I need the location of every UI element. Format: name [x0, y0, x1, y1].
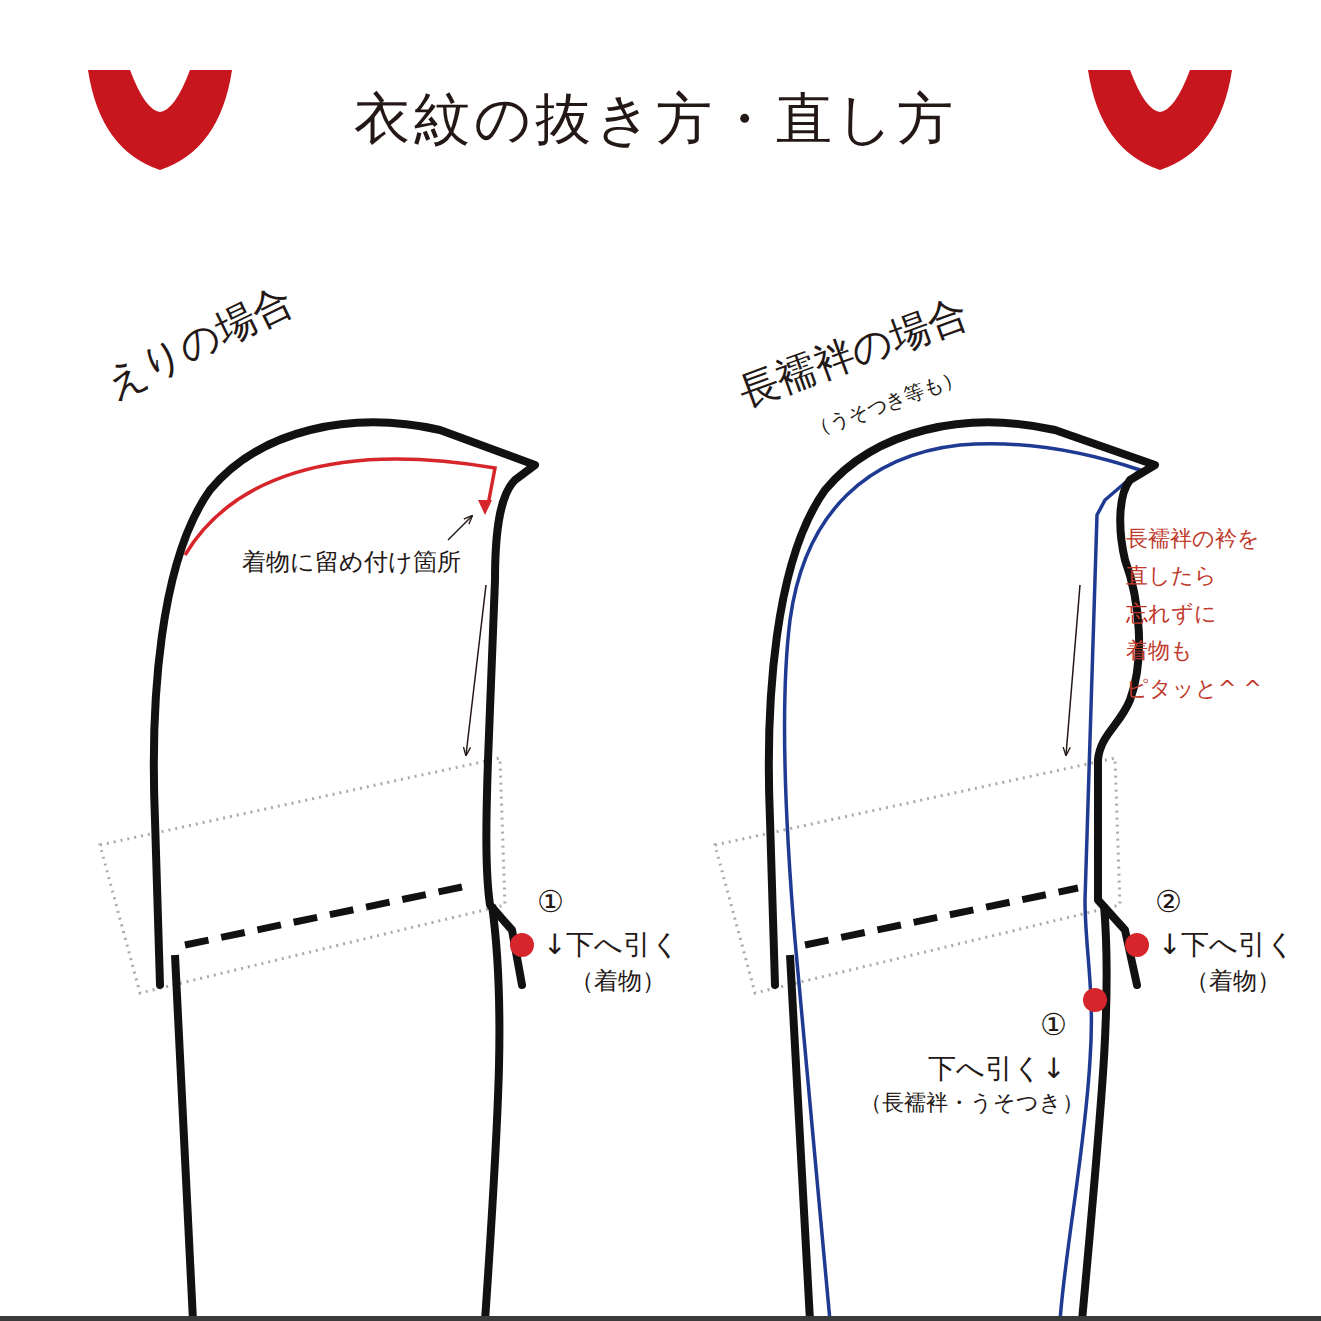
eri-line — [185, 459, 495, 555]
instruction: 下へ引く↓ — [928, 1052, 1065, 1086]
leader-arrow — [448, 516, 472, 540]
section-heading: えりの場合 — [97, 276, 300, 408]
kimono-outline — [769, 423, 1155, 986]
instruction-note: （着物） — [570, 967, 666, 996]
body-outline — [790, 955, 810, 1321]
pull-arrow — [466, 585, 486, 755]
title: 衣紋の抜き方・直し方 — [0, 85, 1316, 152]
callout-number: ① — [1040, 1007, 1067, 1043]
dashed-line — [185, 887, 462, 945]
part-label: 着物に留め付け箇所 — [242, 548, 461, 577]
body-outline — [485, 905, 499, 1321]
instruction-note: （着物） — [1185, 967, 1281, 996]
kimono-outline — [154, 423, 535, 986]
body-outline — [175, 955, 193, 1321]
body-outline — [1082, 905, 1107, 1321]
collar-mark — [88, 70, 232, 170]
instruction-note: （長襦袢・うそつき） — [860, 1090, 1084, 1116]
nagajuban-line — [785, 444, 1140, 1321]
instruction: ↓下へ引く — [1158, 928, 1295, 962]
callout-number: ② — [1155, 884, 1182, 920]
nagajuban-figure — [715, 423, 1155, 1321]
pull-point — [1125, 933, 1149, 957]
base-line — [0, 1316, 1321, 1321]
collar-mark — [1088, 70, 1232, 170]
pull-point — [1083, 988, 1107, 1012]
instruction: ↓下へ引く — [543, 928, 680, 962]
eri-figure — [100, 423, 535, 1321]
attach-point — [478, 500, 492, 515]
callout-number: ① — [537, 884, 564, 920]
note: 長襦袢の衿を 直したら 忘れずに 着物も ピタッと^ ^ — [1126, 520, 1286, 707]
dashed-line — [805, 888, 1078, 945]
pull-point — [510, 933, 534, 957]
pull-arrow — [1066, 585, 1080, 755]
